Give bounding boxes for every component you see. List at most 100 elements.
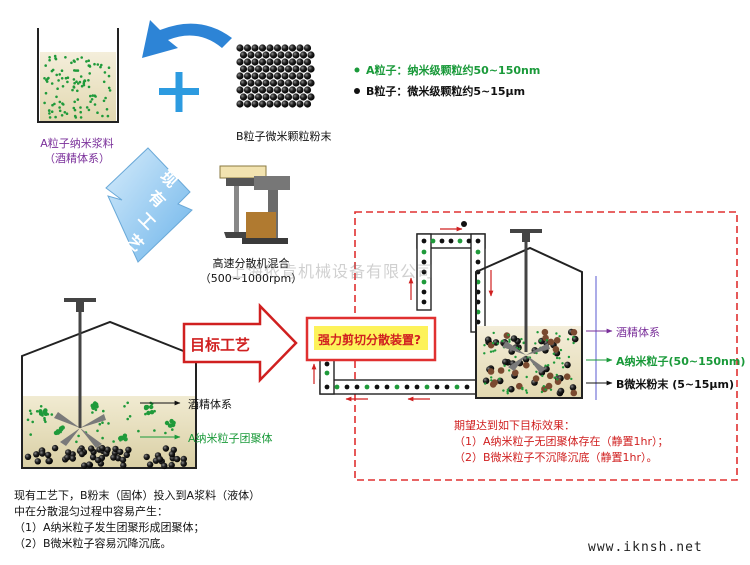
nano-particle [72, 106, 76, 110]
pipe-particle [444, 384, 450, 390]
micro-particle [168, 461, 175, 469]
nano-particle [55, 95, 58, 99]
micro-particle [288, 86, 297, 94]
plus-icon [159, 72, 199, 112]
nano-particle [545, 339, 549, 342]
micro-particle [239, 51, 248, 59]
pipe-particle [439, 238, 445, 244]
micro-particle [104, 446, 111, 453]
micro-particle [254, 51, 263, 59]
micro-particle [239, 79, 248, 87]
nano-particle [558, 357, 561, 360]
micro-particle [247, 79, 255, 87]
nano-particle [80, 56, 83, 59]
micro-particle [51, 444, 59, 452]
pipe-particle [404, 384, 410, 390]
nano-particle [82, 83, 86, 87]
current-tank-solvent-label: 酒精体系 [188, 398, 232, 411]
micro-particle [273, 44, 282, 52]
pipe-particle [421, 289, 427, 295]
micro-particle-coated [487, 368, 495, 375]
pipe-particle [421, 259, 427, 265]
micro-particle [94, 456, 102, 464]
micro-particle-coated [552, 346, 560, 353]
micro-particle [161, 462, 168, 470]
micro-particle [299, 93, 308, 101]
micro-particle [484, 336, 492, 344]
micro-particle [262, 51, 270, 59]
micro-particle [269, 51, 278, 59]
nano-particle [561, 362, 564, 365]
nano-particle [164, 431, 167, 435]
nano-agglomerate [146, 410, 151, 416]
micro-particle [303, 72, 312, 80]
mixer-label-group: 高速分散机混合 （500~1000rpm） [186, 256, 316, 286]
micro-particle [273, 58, 282, 66]
nano-agglomerate [149, 410, 155, 415]
micro-particle [508, 385, 515, 393]
nano-particle [88, 72, 91, 75]
nano-particle [45, 78, 48, 82]
nano-particle [87, 108, 91, 112]
micro-particle [543, 365, 550, 373]
micro-particle [281, 100, 289, 108]
micro-particle [299, 79, 308, 87]
micro-particle [99, 444, 106, 452]
nano-particle [61, 85, 65, 88]
nano-particle [44, 64, 47, 67]
nano-particle [93, 62, 96, 66]
nano-particle [54, 115, 57, 119]
pipe-particle [384, 384, 390, 390]
nano-particle [552, 352, 555, 355]
slurry-a-label: A粒子纳米浆料 [40, 137, 114, 150]
pipe-particle [421, 249, 427, 255]
desc-line-4: （2）B微米粒子容易沉降沉底。 [14, 537, 172, 550]
high-speed-disperser [219, 165, 290, 244]
nano-particle [76, 82, 80, 85]
website-link[interactable]: www.iknsh.net [588, 540, 703, 555]
micro-particle [254, 93, 263, 101]
nano-particle [555, 356, 559, 360]
nano-particle [556, 378, 559, 381]
micro-particle [243, 58, 252, 66]
pipe-particle [448, 238, 454, 244]
target-tank [475, 229, 613, 400]
micro-particle [46, 457, 53, 464]
micro-particle [296, 72, 304, 80]
pipe-particle [421, 269, 427, 275]
micro-particle [269, 79, 278, 87]
nano-particle [72, 78, 76, 81]
micro-particle-coated [497, 367, 505, 374]
micro-particle [296, 58, 304, 66]
nano-particle [101, 114, 104, 118]
nano-particle [47, 109, 51, 112]
pipe-particle [421, 279, 427, 285]
nano-agglomerate [55, 429, 61, 434]
micro-particle [273, 72, 282, 80]
micro-particle [251, 44, 259, 52]
micro-particle [180, 455, 187, 463]
nano-particle [555, 373, 558, 377]
nano-particle [79, 110, 82, 114]
nano-particle [106, 114, 110, 118]
micro-particle [269, 65, 278, 73]
micro-particle [303, 58, 312, 66]
nano-particle [489, 350, 493, 353]
nano-particle [555, 332, 558, 335]
micro-particle [296, 86, 304, 94]
pipe-particle [364, 384, 370, 390]
micro-particle-coated [553, 337, 561, 344]
micro-particle [65, 449, 72, 456]
pipe-particle [374, 384, 380, 390]
micro-particle [78, 450, 86, 458]
nano-particle [128, 415, 132, 418]
nano-particle [490, 376, 493, 379]
powder-b-block [236, 44, 315, 108]
micro-particle [258, 100, 267, 108]
nano-particle [570, 377, 573, 381]
nano-particle [48, 112, 51, 115]
nano-particle [26, 418, 30, 422]
target-tank-b-label: B微米粉末 (5~15μm) [616, 378, 735, 391]
nano-agglomerate [38, 411, 44, 416]
micro-particle [288, 72, 297, 80]
